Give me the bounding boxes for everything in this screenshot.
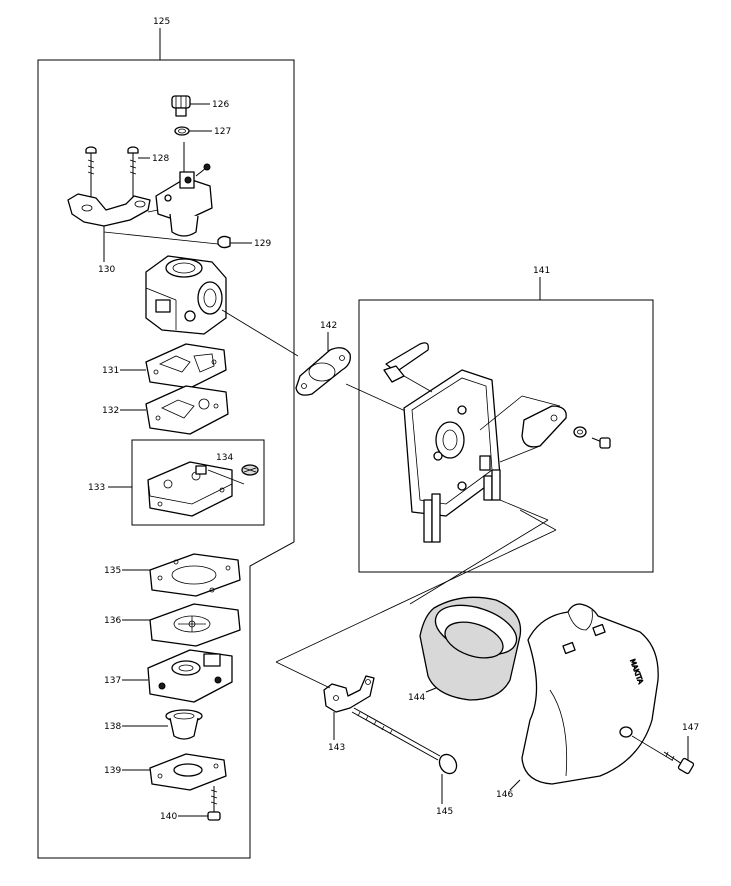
- callout-134: 134: [216, 453, 233, 463]
- callout-145: 145: [436, 807, 453, 817]
- callout-141: 141: [533, 266, 550, 276]
- part-128-screws: [85, 146, 139, 198]
- callout-132: 132: [102, 406, 119, 416]
- part-carb-top: [155, 142, 213, 237]
- part-140-screw: [207, 786, 221, 821]
- part-132-plate: [145, 385, 229, 435]
- callout-135: 135: [104, 566, 121, 576]
- part-131-gasket: [145, 343, 227, 389]
- callout-143: 143: [328, 743, 345, 753]
- callout-128: 128: [152, 154, 169, 164]
- callout-140: 140: [160, 812, 177, 822]
- part-141-air-cleaner-case: [383, 342, 611, 543]
- part-139-retainer: [149, 753, 227, 791]
- part-144-filter-element: [419, 596, 522, 701]
- part-133-pump-body: [147, 461, 233, 517]
- part-147-bolt: [631, 735, 695, 775]
- callout-136: 136: [104, 616, 121, 626]
- callout-127: 127: [214, 127, 231, 137]
- part-146-cover: MAKITA: [521, 603, 659, 785]
- part-134-screen: [241, 464, 259, 476]
- callout-146: 146: [496, 790, 513, 800]
- callout-129: 129: [254, 239, 271, 249]
- part-142-gasket: [295, 347, 351, 396]
- callout-144: 144: [408, 693, 425, 703]
- callout-142: 142: [320, 321, 337, 331]
- group-125-outline: [37, 59, 295, 859]
- callout-138: 138: [104, 722, 121, 732]
- part-138-primer-bulb: [165, 709, 203, 740]
- callout-130: 130: [98, 265, 115, 275]
- part-127-ring: [174, 126, 190, 136]
- callout-126: 126: [212, 100, 229, 110]
- part-135-gasket: [149, 553, 241, 597]
- callout-139: 139: [104, 766, 121, 776]
- callout-147: 147: [682, 723, 699, 733]
- group-141-outline: [358, 299, 654, 573]
- part-126-knob: [171, 95, 191, 117]
- callout-137: 137: [104, 676, 121, 686]
- part-143-bracket: [323, 675, 375, 713]
- group-133-outline: [131, 439, 265, 526]
- callout-125: 125: [153, 17, 170, 27]
- part-130-bracket: [67, 193, 151, 227]
- part-137-cover: [147, 649, 233, 703]
- part-136-diaphragm: [149, 603, 241, 647]
- part-129-clip: [217, 235, 231, 249]
- callout-131: 131: [102, 366, 119, 376]
- part-carburetor-body: [145, 255, 227, 335]
- part-145-bolt: [351, 707, 458, 775]
- callout-133: 133: [88, 483, 105, 493]
